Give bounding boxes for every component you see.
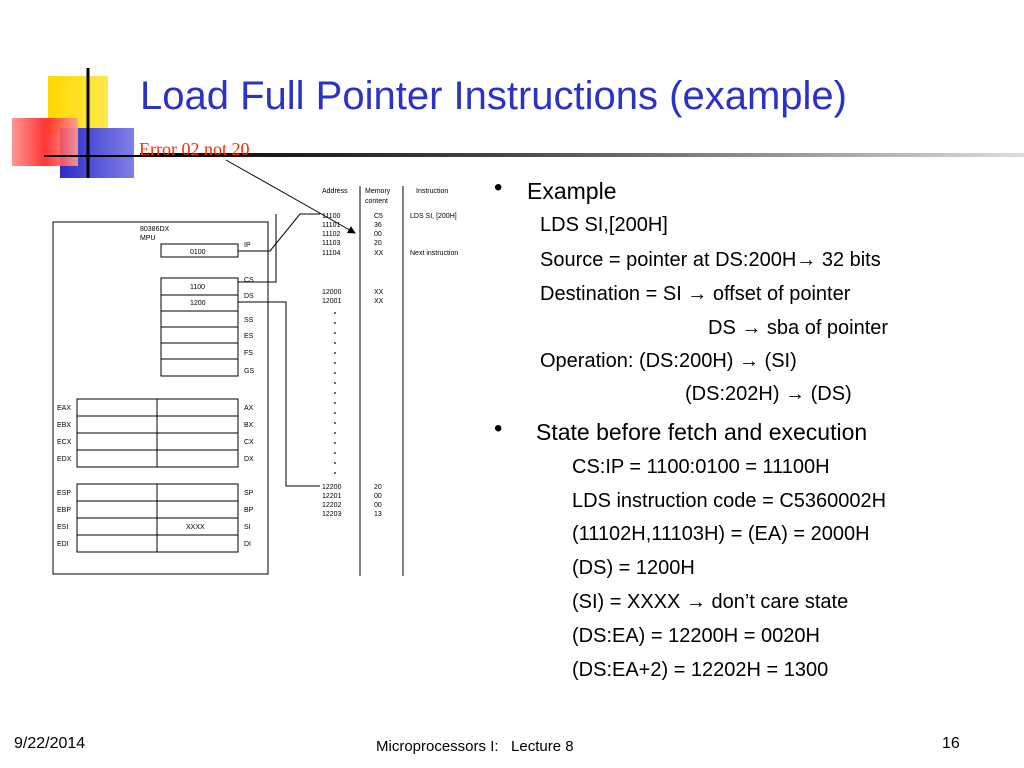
general-registers: EAX EBX ECX EDX AX BX CX DX — [57, 398, 254, 468]
svg-text:00: 00 — [374, 231, 382, 238]
seg-ss: SS — [244, 317, 254, 324]
state-line-3: (11102H,11103H) = (EA) = 2000H — [572, 523, 870, 545]
memory-diagram: Address Memory content Instruction 80386… — [52, 159, 458, 576]
si-value: XXXX — [186, 524, 205, 531]
svg-text:ECX: ECX — [57, 439, 72, 446]
svg-text:EBP: EBP — [57, 507, 71, 514]
example-line-6: (DS:202H) → (DS) — [685, 383, 852, 405]
seg-fs: FS — [244, 350, 253, 357]
svg-text:EDI: EDI — [57, 541, 69, 548]
mpu-box — [52, 221, 269, 575]
svg-text:EDX: EDX — [57, 456, 72, 463]
svg-text:13: 13 — [374, 511, 382, 518]
state-line-6: (DS:EA) = 12200H = 0020H — [572, 625, 820, 647]
note-pointer-arrow — [225, 159, 356, 234]
example-line-2: Source = pointer at DS:200H→ 32 bits — [540, 249, 881, 271]
svg-text:DI: DI — [244, 541, 251, 548]
cpu-sub: MPU — [140, 235, 156, 242]
bullet-state: State before fetch and execution — [536, 419, 868, 445]
logo-graphic — [12, 68, 148, 178]
cpu-name: 80386DX — [140, 226, 170, 233]
svg-text:XX: XX — [374, 298, 384, 305]
svg-text:20: 20 — [374, 484, 382, 491]
ds-value: 1200 — [190, 300, 206, 307]
seg-ds: DS — [244, 293, 254, 300]
memory-group-1: 11100 C5 LDS SI, [200H] 11101 36 11102 0… — [322, 213, 458, 257]
svg-text:12202: 12202 — [322, 502, 342, 509]
svg-text:LDS SI, [200H]: LDS SI, [200H] — [410, 213, 457, 220]
seg-gs: GS — [244, 368, 254, 375]
ip-value: 0100 — [190, 249, 206, 256]
col-address: Address — [322, 188, 348, 195]
svg-text:XX: XX — [374, 289, 384, 296]
svg-text:12001: 12001 — [322, 298, 342, 305]
decorative-logo — [8, 62, 148, 182]
bullet-dot-1: • — [494, 174, 503, 201]
svg-text:XX: XX — [374, 250, 384, 257]
memory-ellipsis — [334, 312, 336, 474]
svg-text:12000: 12000 — [322, 289, 342, 296]
svg-text:11102: 11102 — [322, 231, 341, 238]
svg-text:DX: DX — [244, 456, 254, 463]
svg-text:ESI: ESI — [57, 524, 68, 531]
footer-course: Microprocessors I: Lecture 8 — [376, 738, 574, 755]
seg-cs: CS — [244, 277, 254, 284]
col-memory: Memory — [365, 188, 391, 195]
slide-title: Load Full Pointer Instructions (example) — [140, 74, 847, 118]
svg-text:12201: 12201 — [322, 493, 342, 500]
svg-text:11103: 11103 — [322, 240, 341, 247]
svg-text:12203: 12203 — [322, 511, 342, 518]
example-line-5: Operation: (DS:200H) → (SI) — [540, 350, 797, 372]
state-line-5: (SI) = XXXX → don’t care state — [572, 591, 849, 613]
svg-text:BX: BX — [244, 422, 254, 429]
footer-date: 9/22/2014 — [14, 735, 86, 752]
error-note: Error 02 not 20 — [139, 139, 250, 159]
state-line-2: LDS instruction code = C5360002H — [572, 490, 887, 512]
svg-text:11104: 11104 — [322, 250, 341, 257]
cs-value: 1100 — [190, 284, 205, 291]
svg-text:11100: 11100 — [322, 213, 341, 220]
svg-text:00: 00 — [374, 502, 382, 509]
svg-text:BP: BP — [244, 507, 254, 514]
svg-text:36: 36 — [374, 222, 382, 229]
seg-ip: IP — [244, 242, 251, 249]
svg-text:EBX: EBX — [57, 422, 71, 429]
example-line-1: LDS SI,[200H] — [540, 214, 668, 236]
example-line-3: Destination = SI → offset of pointer — [540, 283, 851, 305]
state-line-4: (DS) = 1200H — [572, 557, 695, 579]
bullet-dot-2: • — [494, 415, 503, 442]
footer-page-number: 16 — [942, 735, 960, 752]
svg-text:SI: SI — [244, 524, 251, 531]
index-registers: XXXX ESP EBP ESI EDI SP BP SI DI — [57, 483, 254, 553]
svg-text:12200: 12200 — [322, 484, 342, 491]
segment-registers: 1100 1200 CS DS SS ES FS GS — [160, 277, 254, 377]
bullet-example: Example — [527, 178, 617, 204]
svg-text:Next instruction: Next instruction — [410, 250, 458, 257]
svg-text:11101: 11101 — [322, 222, 341, 229]
title-underline — [140, 153, 1024, 157]
example-line-4: DS → sba of pointer — [708, 317, 889, 339]
svg-text:ESP: ESP — [57, 490, 71, 497]
svg-text:C5: C5 — [374, 213, 383, 220]
svg-text:00: 00 — [374, 493, 382, 500]
svg-text:CX: CX — [244, 439, 254, 446]
col-instruction: Instruction — [416, 188, 448, 195]
svg-text:EAX: EAX — [57, 405, 71, 412]
state-line-1: CS:IP = 1100:0100 = 11100H — [572, 456, 830, 478]
memory-group-2: 12000 XX 12001 XX — [322, 289, 384, 305]
memory-group-3: 12200 20 12201 00 12202 00 12203 13 — [322, 484, 382, 518]
seg-es: ES — [244, 333, 254, 340]
state-line-7: (DS:EA+2) = 12202H = 1300 — [572, 659, 829, 681]
svg-text:20: 20 — [374, 240, 382, 247]
col-content: content — [365, 198, 388, 205]
svg-text:AX: AX — [244, 405, 254, 412]
svg-text:SP: SP — [244, 490, 254, 497]
